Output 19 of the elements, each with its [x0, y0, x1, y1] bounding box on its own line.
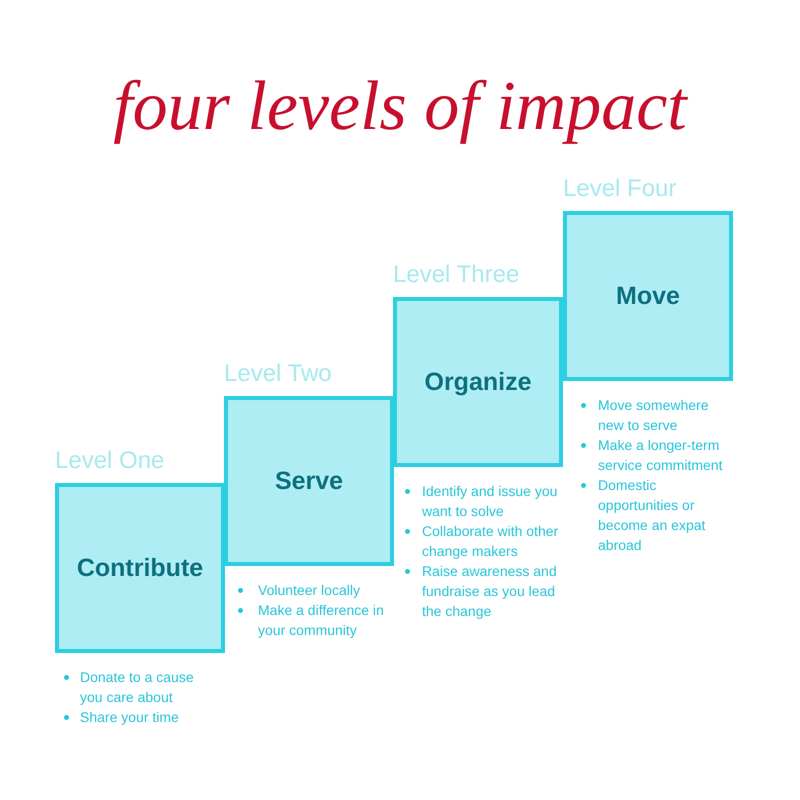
bullet-text: Domestic opportunities or become an expat abroad	[598, 476, 706, 555]
step-title: Move	[616, 282, 680, 310]
level-heading: Level Two	[224, 359, 332, 389]
bullet-text: Donate to a cause you care about	[80, 668, 195, 707]
bullet-text: Make a longer-term service commitment	[598, 436, 724, 475]
bullet-text: Make a difference in your community	[258, 601, 385, 640]
level-heading: Level One	[55, 446, 164, 476]
bullet-text: Raise awareness and fundraise as you lead the change	[422, 562, 558, 621]
bullet-text: Identify and issue you want to solve	[422, 482, 558, 521]
step-title: Contribute	[76, 554, 204, 582]
level-heading: Level Three	[393, 260, 520, 290]
step-title: Organize	[424, 368, 532, 396]
level-heading: Level Four	[563, 174, 676, 204]
page-title: four levels of impact	[113, 67, 687, 147]
bullet-text: Collaborate with other change makers	[422, 522, 560, 561]
bullet-text: Move somewhere new to serve	[598, 396, 710, 435]
bullet-text: Volunteer locally	[258, 581, 361, 600]
bullet-text: Share your time	[80, 708, 180, 727]
step-title: Serve	[274, 466, 344, 496]
